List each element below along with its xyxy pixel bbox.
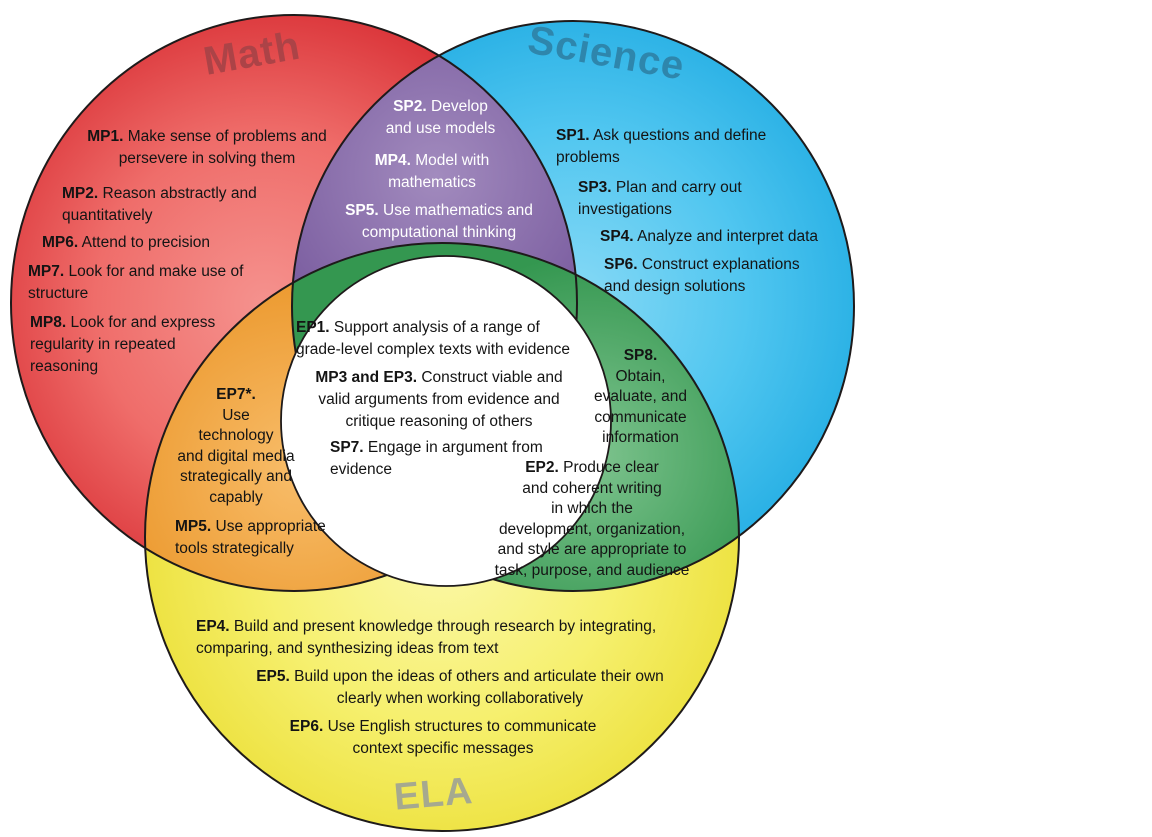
label-ep7-line2: technology bbox=[198, 427, 274, 444]
label-mp4: MP4. Model with mathematics bbox=[352, 150, 512, 194]
label-mp6-text: Attend to precision bbox=[81, 234, 211, 251]
label-sp6-text: Construct explanations and design soluti… bbox=[604, 256, 800, 295]
label-mp4-line1: MP4. Model with bbox=[352, 150, 512, 172]
label-mp7: MP7. Look for and make use of structure bbox=[28, 261, 270, 305]
label-ep1: EP1. Support analysis of a range of grad… bbox=[296, 317, 586, 361]
label-ep4-text: Build and present knowledge through rese… bbox=[196, 618, 657, 657]
label-mp3-ep3-code: MP3 and EP3. bbox=[315, 369, 418, 386]
label-sp3-text: Plan and carry out investigations bbox=[578, 179, 742, 218]
label-mp2-text: Reason abstractly and quantitatively bbox=[62, 185, 257, 224]
label-sp6: SP6. Construct explanations and design s… bbox=[604, 254, 824, 298]
label-sp1-text: Ask questions and define problems bbox=[556, 127, 767, 166]
label-sp8-line1: Obtain, bbox=[615, 367, 666, 385]
label-ep7-line5: capably bbox=[209, 488, 263, 506]
label-ep2-line1: EP2. Produce clear bbox=[468, 458, 716, 479]
label-mp5-text: Use appropriate tools strategically bbox=[175, 518, 326, 557]
label-sp8-line4: information bbox=[602, 429, 679, 446]
label-ep2-line3: in which the bbox=[551, 500, 633, 517]
label-sp5: SP5. Use mathematics and computational t… bbox=[325, 200, 553, 244]
label-ep7: EP7*. Use technology and digital media s… bbox=[160, 385, 312, 508]
label-ep2-line4: development, organization, bbox=[498, 520, 686, 538]
label-mp7-text: Look for and make use of structure bbox=[28, 263, 244, 302]
label-ep2-line6: task, purpose, and audience bbox=[494, 561, 690, 579]
label-sp5-line2: computational thinking bbox=[361, 224, 517, 241]
label-sp2-line2: and use models bbox=[385, 120, 496, 137]
label-mp1-code: MP1. bbox=[87, 128, 124, 145]
label-mp5-code: MP5. bbox=[175, 518, 212, 535]
label-ep6-code: EP6. bbox=[289, 718, 324, 735]
label-ep2-code: EP2. bbox=[525, 459, 559, 476]
label-mp4-line2: mathematics bbox=[388, 174, 476, 191]
label-ep7-code-line: EP7*. bbox=[160, 385, 312, 406]
label-mp3-ep3: MP3 and EP3. Construct viable and valid … bbox=[300, 367, 578, 433]
label-sp8-code: SP8. bbox=[623, 347, 658, 364]
label-ep6-text: Use English structures to communicate co… bbox=[327, 718, 597, 757]
label-ep7-line1: Use bbox=[222, 406, 250, 424]
label-sp3: SP3. Plan and carry out investigations bbox=[578, 177, 768, 221]
label-mp5: MP5. Use appropriate tools strategically bbox=[175, 516, 360, 560]
label-ep2: EP2. Produce clear and coherent writing … bbox=[468, 458, 716, 581]
label-sp4: SP4. Analyze and interpret data bbox=[600, 226, 850, 248]
label-ep7-line3: and digital media bbox=[177, 447, 295, 465]
label-mp4-text: Model with bbox=[415, 152, 490, 169]
label-sp1: SP1. Ask questions and define problems bbox=[556, 125, 788, 169]
label-sp2-text: Develop bbox=[431, 98, 488, 115]
label-mp1: MP1. Make sense of problems and persever… bbox=[78, 126, 336, 170]
label-sp4-code: SP4. bbox=[600, 228, 634, 245]
label-mp2-code: MP2. bbox=[62, 185, 99, 202]
label-mp8: MP8. Look for and express regularity in … bbox=[30, 312, 235, 378]
label-ep1-text: Support analysis of a range of grade-lev… bbox=[296, 319, 570, 358]
label-sp7-text: Engage in argument from evidence bbox=[330, 439, 543, 478]
label-ep5-text: Build upon the ideas of others and artic… bbox=[294, 668, 664, 707]
label-sp5-text: Use mathematics and bbox=[383, 202, 533, 219]
label-ep2-text: Produce clear bbox=[563, 459, 659, 476]
label-sp8-code-line: SP8. bbox=[583, 346, 698, 367]
label-mp8-text: Look for and express regularity in repea… bbox=[30, 314, 216, 375]
label-sp8: SP8. Obtain, evaluate, and communicate i… bbox=[583, 346, 698, 449]
label-ep1-code: EP1. bbox=[296, 319, 330, 336]
label-ep7-code: EP7*. bbox=[216, 386, 256, 403]
label-sp3-code: SP3. bbox=[578, 179, 612, 196]
label-mp3-ep3-text: Construct viable and valid arguments fro… bbox=[318, 369, 563, 430]
label-sp8-line3: communicate bbox=[594, 408, 687, 426]
label-sp1-code: SP1. bbox=[556, 127, 590, 144]
label-ep2-line5: and style are appropriate to bbox=[497, 541, 687, 558]
ela-circle-outline bbox=[144, 242, 740, 832]
label-sp4-text: Analyze and interpret data bbox=[637, 228, 819, 245]
label-mp2: MP2. Reason abstractly and quantitativel… bbox=[62, 183, 282, 227]
label-sp5-line1: SP5. Use mathematics and bbox=[325, 200, 553, 222]
label-sp5-code: SP5. bbox=[345, 202, 379, 219]
label-ep4-code: EP4. bbox=[196, 618, 230, 635]
label-ep7-line4: strategically and bbox=[179, 468, 292, 485]
label-sp2: SP2. Develop and use models bbox=[358, 96, 523, 140]
label-ep2-line2: and coherent writing bbox=[522, 479, 662, 497]
label-sp7: SP7. Engage in argument from evidence bbox=[330, 437, 565, 481]
label-mp8-code: MP8. bbox=[30, 314, 67, 331]
label-ep5: EP5. Build upon the ideas of others and … bbox=[250, 666, 670, 710]
label-mp7-code: MP7. bbox=[28, 263, 65, 280]
label-sp2-code: SP2. bbox=[393, 98, 427, 115]
label-mp1-text: Make sense of problems and persevere in … bbox=[118, 128, 327, 167]
label-sp2-line1: SP2. Develop bbox=[358, 96, 523, 118]
label-sp6-code: SP6. bbox=[604, 256, 638, 273]
science-circle-outline bbox=[291, 20, 855, 592]
label-mp6-code: MP6. bbox=[42, 234, 79, 251]
label-mp4-code: MP4. bbox=[374, 152, 411, 169]
label-ep6: EP6. Use English structures to communica… bbox=[278, 716, 608, 760]
label-ep5-code: EP5. bbox=[256, 668, 290, 685]
label-mp6: MP6. Attend to precision bbox=[42, 232, 287, 254]
label-sp8-line2: evaluate, and bbox=[593, 388, 688, 405]
label-ep4: EP4. Build and present knowledge through… bbox=[196, 616, 688, 660]
center-circle bbox=[280, 255, 612, 587]
label-sp7-code: SP7. bbox=[330, 439, 364, 456]
math-circle-outline bbox=[10, 14, 578, 592]
